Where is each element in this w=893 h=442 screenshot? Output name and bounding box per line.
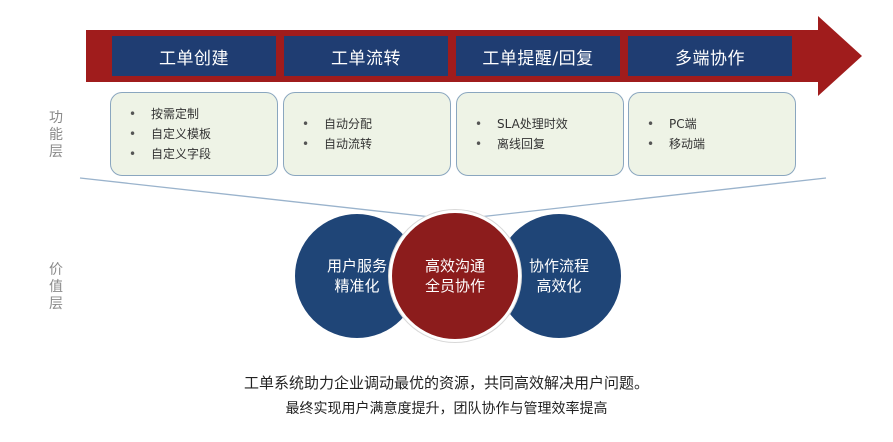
bullet-icon: • — [647, 117, 655, 131]
feature-item: •离线回复 — [475, 134, 623, 154]
feature-item: •自定义字段 — [129, 144, 277, 164]
bullet-icon: • — [302, 117, 310, 131]
bullet-icon: • — [129, 127, 137, 141]
feature-item: •SLA处理时效 — [475, 114, 623, 134]
feature-item: •PC端 — [647, 114, 795, 134]
feature-box-create: •按需定制 •自定义模板 •自定义字段 — [110, 92, 278, 176]
feature-box-multi-device: •PC端 •移动端 — [628, 92, 796, 176]
circle-line: 用户服务 — [326, 257, 387, 275]
bullet-icon: • — [129, 107, 137, 121]
funnel-line-right — [469, 177, 827, 219]
bullet-icon: • — [302, 137, 310, 151]
value-circle-communication: 高效沟通 全员协作 — [389, 210, 521, 342]
stage-ticket-create: 工单创建 — [112, 36, 276, 76]
stage-label: 多端协作 — [675, 48, 745, 69]
summary-line-2: 最终实现用户满意度提升，团队协作与管理效率提高 — [285, 401, 608, 417]
feature-box-transfer: •自动分配 •自动流转 — [283, 92, 451, 176]
stage-label: 工单流转 — [331, 48, 401, 69]
circle-line: 全员协作 — [424, 277, 485, 295]
circle-line: 高效沟通 — [424, 257, 485, 275]
feature-item: •移动端 — [647, 134, 795, 154]
circle-line: 协作流程 — [528, 257, 589, 275]
feature-item: •自动流转 — [302, 134, 450, 154]
funnel-line-left — [79, 177, 441, 219]
bullet-icon: • — [647, 137, 655, 151]
bullet-icon: • — [129, 147, 137, 161]
feature-box-remind: •SLA处理时效 •离线回复 — [456, 92, 624, 176]
bullet-icon: • — [475, 117, 483, 131]
feature-item: •自定义模板 — [129, 124, 277, 144]
bullet-icon: • — [475, 137, 483, 151]
stage-label: 工单创建 — [159, 48, 229, 69]
stage-ticket-transfer: 工单流转 — [284, 36, 448, 76]
stage-label: 工单提醒/回复 — [482, 48, 594, 69]
summary-line-1: 工单系统助力企业调动最优的资源，共同高效解决用户问题。 — [243, 374, 649, 392]
function-layer-label: 功 能 层 — [49, 110, 63, 160]
stage-ticket-remind-reply: 工单提醒/回复 — [456, 36, 620, 76]
stage-multi-device: 多端协作 — [628, 36, 792, 76]
circle-line: 精准化 — [334, 277, 380, 295]
feature-item: •自动分配 — [302, 114, 450, 134]
circle-line: 高效化 — [536, 277, 582, 295]
value-layer-label: 价 值 层 — [49, 262, 63, 312]
feature-item: •按需定制 — [129, 104, 277, 124]
